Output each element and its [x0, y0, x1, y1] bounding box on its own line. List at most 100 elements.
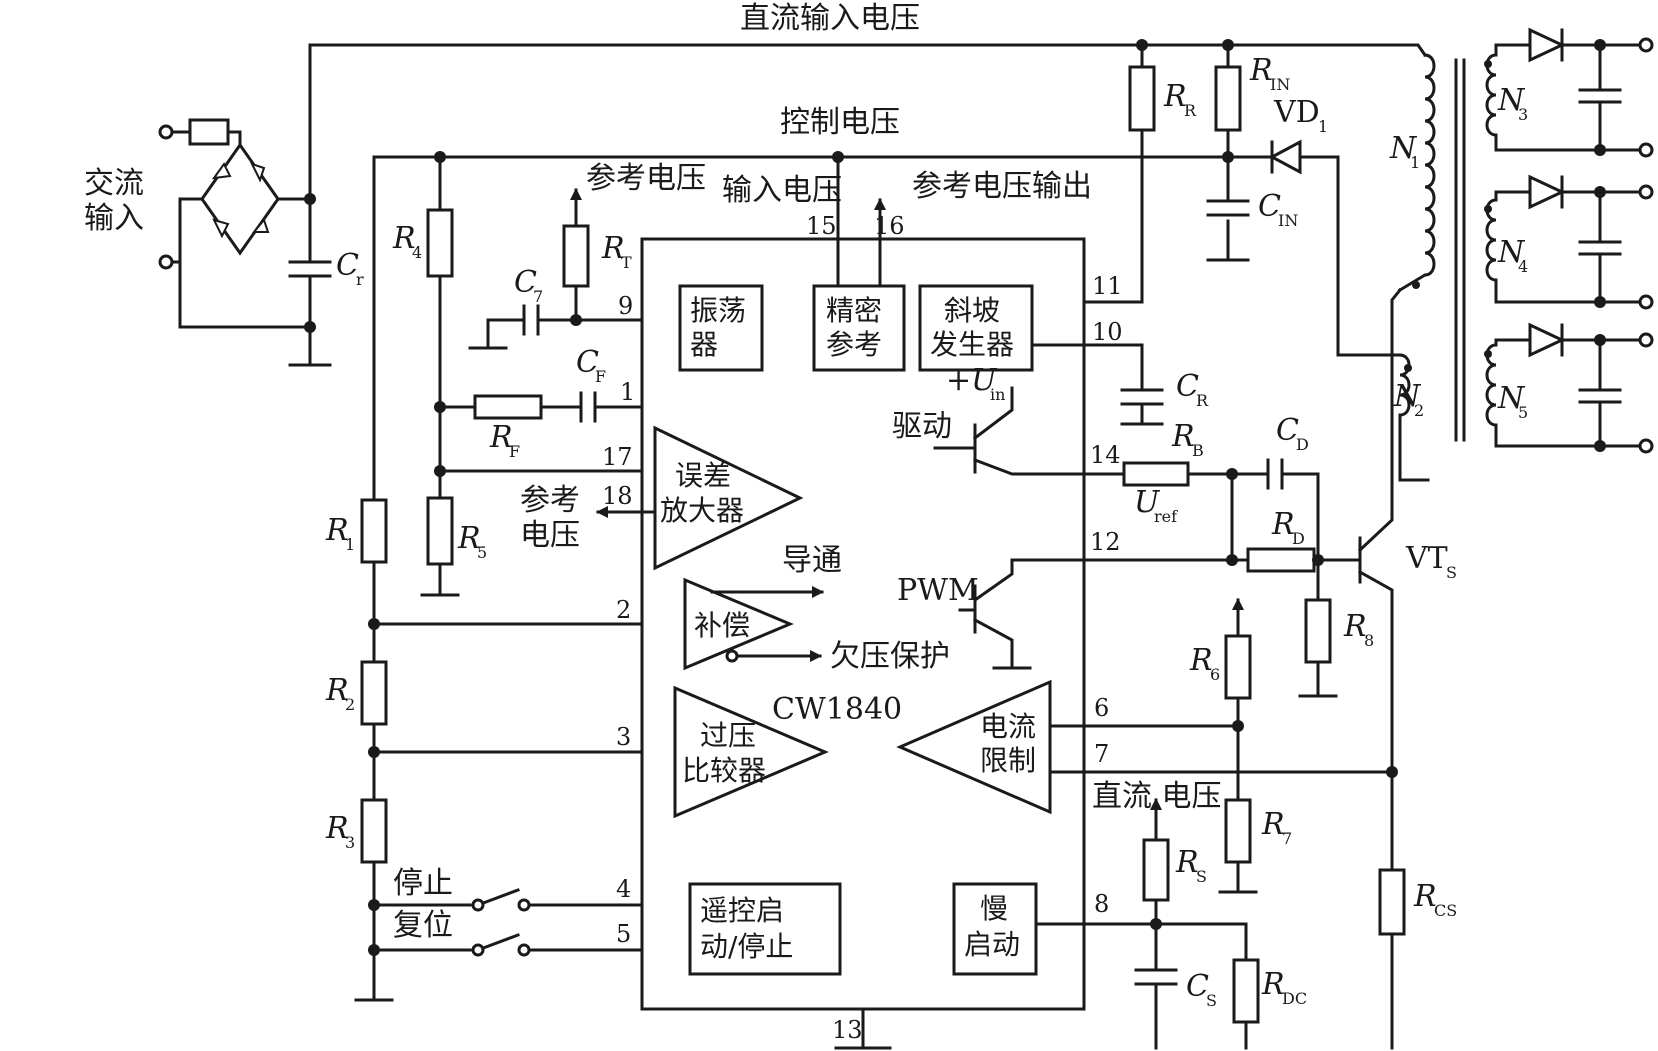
input-network: R R R IN VD 1 C IN [1128, 53, 1340, 262]
svg-text:VT: VT [1405, 541, 1448, 576]
svg-text:3: 3 [1518, 105, 1528, 124]
svg-text:CS: CS [1434, 901, 1457, 920]
cr-label: C [336, 248, 359, 283]
svg-text:C: C [1258, 189, 1281, 224]
svg-text:3: 3 [616, 723, 631, 751]
svg-text:精密: 精密 [826, 294, 882, 327]
svg-text:2: 2 [616, 596, 631, 624]
svg-text:S: S [1196, 867, 1207, 886]
svg-text:D: D [1292, 529, 1305, 548]
svg-text:7: 7 [1094, 740, 1109, 768]
svg-text:F: F [509, 442, 520, 461]
ac-input-label-2: 输入 [84, 201, 144, 236]
svg-text:斜坡: 斜坡 [944, 294, 1000, 327]
svg-text:R: R [1343, 609, 1367, 644]
ramp-generator-block: 斜坡 发生器 C R [918, 284, 1209, 426]
svg-text:R: R [1171, 419, 1195, 454]
ref-voltage-output-label: 参考电压输出 [912, 169, 1092, 204]
svg-text:R: R [1189, 643, 1213, 678]
svg-text:过压: 过压 [700, 719, 756, 752]
pwm-transistor: PWM R D R 8 [897, 507, 1374, 698]
resistor-rin [1214, 65, 1242, 132]
svg-text:补偿: 补偿 [694, 609, 750, 642]
resistor-rt [562, 224, 590, 288]
ref-voltage-ea-label-2: 电压 [520, 518, 580, 553]
resistor-r8 [1304, 598, 1332, 664]
svg-text:R: R [1175, 845, 1199, 880]
resistor-rs [1142, 838, 1170, 902]
svg-text:9: 9 [618, 292, 633, 320]
svg-text:1: 1 [620, 378, 635, 406]
svg-text:动/停止: 动/停止 [700, 930, 793, 963]
stop-label: 停止 [393, 866, 453, 901]
resistor-rd [1246, 547, 1316, 573]
svg-text:7: 7 [533, 287, 543, 306]
svg-text:15: 15 [806, 212, 837, 240]
resistor-r1 [360, 498, 388, 564]
svg-text:T: T [621, 253, 632, 272]
current-sense-network: R 6 R 7 [1189, 598, 1292, 894]
precision-reference-block: 精密 参考 输入电压 参考电压输出 [722, 155, 1092, 372]
svg-text:4: 4 [616, 875, 631, 903]
svg-text:比较器: 比较器 [682, 754, 766, 787]
svg-text:R: R [1261, 807, 1285, 842]
svg-text:限制: 限制 [980, 744, 1036, 777]
resistor-r6 [1224, 634, 1252, 700]
dc-input-voltage-label: 直流输入电压 [740, 1, 920, 36]
svg-text:电流: 电流 [980, 710, 1036, 743]
resistor-r5 [426, 496, 454, 566]
reset-label: 复位 [393, 908, 453, 943]
undervoltage-label: 欠压保护 [830, 639, 950, 674]
svg-text:R: R [392, 221, 416, 256]
svg-text:R: R [1196, 391, 1209, 410]
svg-text:14: 14 [1090, 441, 1121, 469]
overvoltage-comparator-block: 过压 比较器 [673, 685, 829, 819]
svg-text:11: 11 [1092, 272, 1123, 300]
drive-label: 驱动 [892, 409, 952, 444]
pwm-label: PWM [897, 573, 979, 608]
svg-text:5: 5 [616, 920, 631, 948]
compensation-block: 补偿 导通 欠压保护 [683, 543, 950, 674]
resistor-r3 [360, 798, 388, 864]
svg-text:8: 8 [1094, 890, 1109, 918]
svg-text:C: C [1176, 369, 1199, 404]
svg-text:器: 器 [690, 328, 718, 361]
svg-text:1: 1 [1318, 117, 1328, 136]
svg-text:R: R [457, 521, 481, 556]
svg-text:C: C [1186, 969, 1209, 1004]
svg-text:R: R [1184, 101, 1197, 120]
svg-text:2: 2 [1414, 401, 1424, 420]
svg-text:4: 4 [1518, 257, 1528, 276]
chip-name-label: CW1840 [772, 692, 902, 727]
svg-text:6: 6 [1210, 665, 1220, 684]
svg-text:N: N [1393, 379, 1422, 414]
svg-text:18: 18 [602, 482, 633, 510]
svg-text:5: 5 [1518, 403, 1528, 422]
svg-text:发生器: 发生器 [930, 328, 1014, 361]
svg-text:4: 4 [412, 243, 422, 262]
current-limit-block: 电流 限制 [896, 679, 1398, 815]
svg-text:+U: +U [946, 363, 998, 398]
input-voltage-label: 输入电压 [722, 173, 842, 208]
diode-vd1 [1268, 139, 1302, 175]
svg-text:R: R [1163, 79, 1187, 114]
svg-text:R: R [1413, 879, 1437, 914]
svg-text:启动: 启动 [964, 928, 1020, 961]
ac-fuse-resistor [188, 118, 230, 146]
svg-text:1: 1 [345, 535, 355, 554]
svg-text:VD: VD [1273, 95, 1320, 130]
resistor-r4 [426, 208, 454, 278]
svg-text:参考: 参考 [826, 328, 882, 361]
control-voltage-label: 控制电压 [780, 105, 900, 140]
resistor-r2 [360, 660, 388, 726]
oscillator-block: 振荡 器 [678, 284, 764, 372]
resistor-rb [1122, 461, 1190, 487]
svg-text:R: R [325, 673, 349, 708]
power-transistor-vts: VT S R CS [1357, 287, 1457, 1050]
svg-text:6: 6 [1094, 694, 1109, 722]
svg-text:3: 3 [345, 833, 355, 852]
transformer: N 1 N 2 N 3 N 4 N 5 [1389, 27, 1654, 482]
svg-text:U: U [1134, 485, 1161, 520]
svg-text:F: F [595, 367, 606, 386]
